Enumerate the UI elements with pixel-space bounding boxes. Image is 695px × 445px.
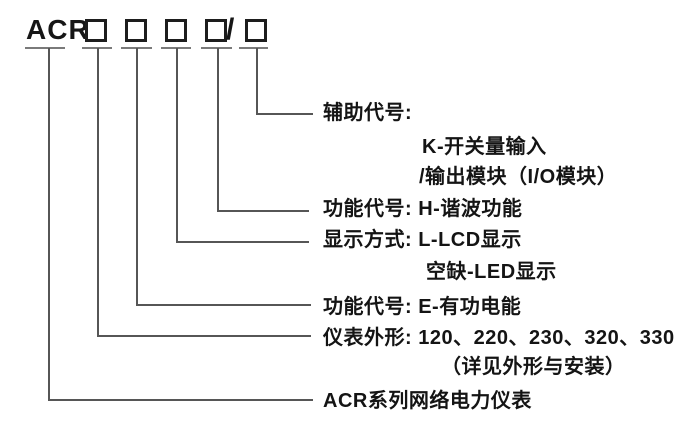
leader-function-code-harmonic <box>217 48 309 212</box>
model-separator-slash: / <box>226 13 235 46</box>
model-digit-box-3 <box>165 19 187 42</box>
leader-meter-shape <box>97 48 311 337</box>
callout-auxiliary-code-option-1: K-开关量输入 <box>422 136 547 158</box>
model-digit-box-5 <box>245 19 267 42</box>
leader-series-name <box>48 48 313 401</box>
callout-function-code-harmonic: 功能代号: H-谐波功能 <box>323 198 523 220</box>
callout-meter-shape-note: （详见外形与安装） <box>441 356 626 378</box>
callout-display-mode: 显示方式: L-LCD显示 <box>323 229 522 251</box>
callout-meter-shape: 仪表外形: 120、220、230、320、330 <box>323 327 675 349</box>
leader-function-code-energy <box>136 48 311 306</box>
model-digit-box-1 <box>85 19 107 42</box>
tick-box-4 <box>201 47 232 49</box>
model-digit-box-4 <box>205 19 227 42</box>
leader-auxiliary-code <box>256 48 313 115</box>
model-digit-box-2 <box>125 19 147 42</box>
tick-prefix <box>25 47 65 49</box>
leader-display-mode <box>176 48 309 243</box>
callout-function-code-energy: 功能代号: E-有功电能 <box>323 296 522 318</box>
callout-auxiliary-code-option-2: /输出模块（I/O模块） <box>419 166 618 188</box>
tick-box-5 <box>239 47 268 49</box>
model-prefix-text: ACR <box>26 14 90 45</box>
callout-series-name: ACR系列网络电力仪表 <box>323 390 532 412</box>
callout-auxiliary-code-label: 辅助代号: <box>323 102 413 124</box>
callout-display-mode-default: 空缺-LED显示 <box>426 261 557 283</box>
